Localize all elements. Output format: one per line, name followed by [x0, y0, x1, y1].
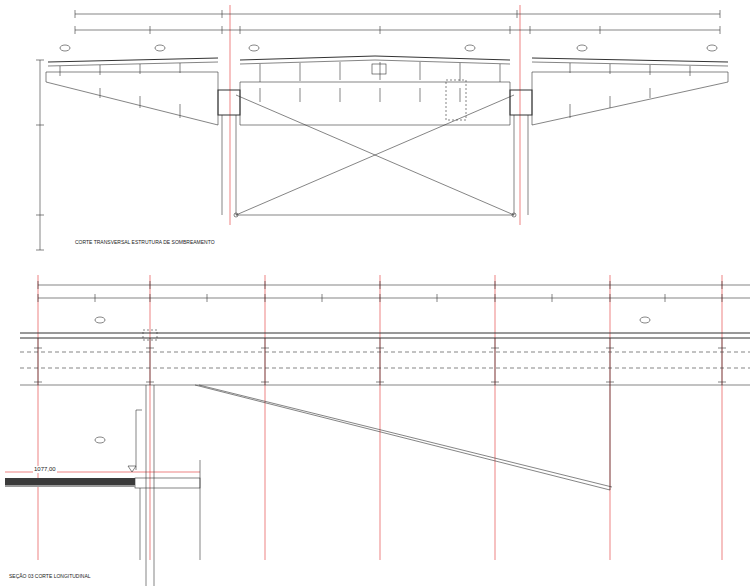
ground-slab: [5, 478, 135, 486]
elevation-label: 1077,00: [33, 466, 57, 473]
axis-lines: [5, 5, 722, 560]
ground-line: [5, 485, 135, 487]
transverse-section: [36, 10, 728, 250]
section-title: CORTE TRANSVERSAL ESTRUTURA DE SOMBREAME…: [74, 240, 216, 246]
section-title: SEÇÃO 03 CORTE LONGITUDINAL: [8, 574, 92, 580]
longitudinal-section: [20, 281, 750, 586]
